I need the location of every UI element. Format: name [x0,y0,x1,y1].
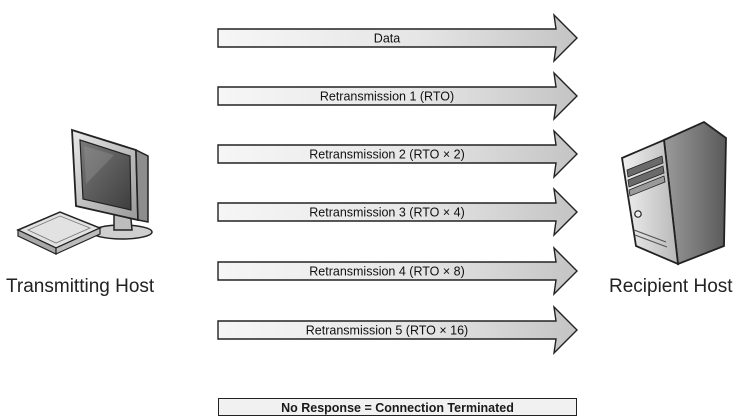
transmission-label: Retransmission 1 (RTO) [320,90,454,104]
server-icon [621,120,727,266]
arrow-shape [217,305,578,355]
arrow-shape [217,13,578,63]
transmission-arrow: Retransmission 2 (RTO × 2) [217,129,578,179]
transmission-arrow: Retransmission 1 (RTO) [217,71,578,121]
transmission-label: Retransmission 2 (RTO × 2) [309,148,465,162]
transmission-label: Retransmission 4 (RTO × 8) [309,265,465,279]
transmission-arrow: Retransmission 5 (RTO × 16) [217,305,578,355]
recipient-host-label: Recipient Host [609,276,733,297]
arrow-shape [217,129,578,179]
transmission-arrow: Data [217,13,578,63]
arrow-shape [217,71,578,121]
transmission-arrow: Retransmission 3 (RTO × 4) [217,187,578,237]
connection-terminated-box: No Response = Connection Terminated [218,398,577,416]
transmission-arrow: Retransmission 4 (RTO × 8) [217,246,578,296]
transmission-label: Data [374,32,400,46]
transmitting-host-label: Transmitting Host [6,276,155,297]
computer-icon [16,128,153,255]
transmission-label: Retransmission 5 (RTO × 16) [306,324,468,338]
arrow-shape [217,187,578,237]
transmission-label: Retransmission 3 (RTO × 4) [309,206,465,220]
arrow-shape [217,246,578,296]
